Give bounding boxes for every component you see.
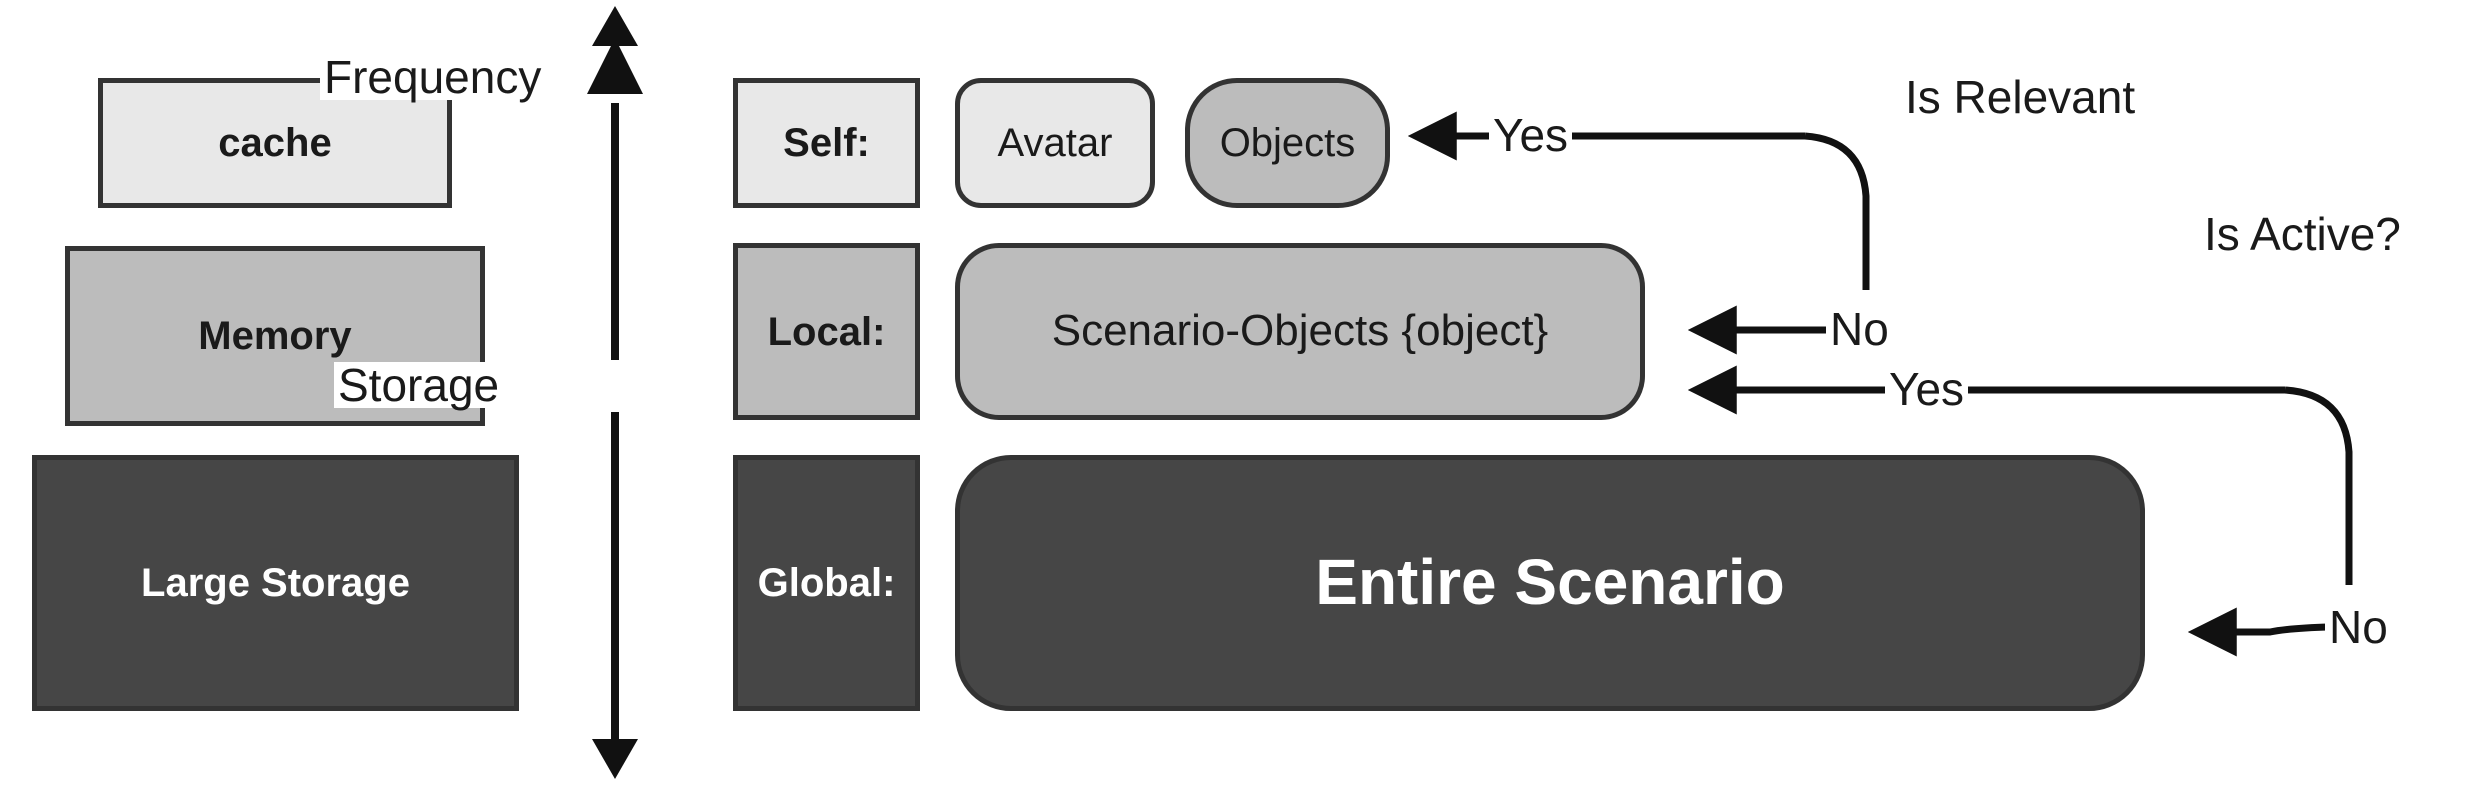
hierarchy-tier-large-storage: Large Storage <box>32 455 519 711</box>
scope-item-objects-label: Objects <box>1219 121 1356 165</box>
scope-item-scenario-objects: Scenario-Objects {object} <box>955 243 1645 420</box>
decision-label-is-relevant: Is Relevant <box>1901 74 2140 120</box>
scope-row-local-label: Local: <box>733 243 920 420</box>
scope-item-entire-scenario-label: Entire Scenario <box>1315 546 1785 619</box>
axis-frequency-label: Frequency <box>320 54 546 100</box>
scope-row-self-label-text: Self: <box>783 121 870 165</box>
decision-label-is-active: Is Active? <box>2200 211 2405 257</box>
scope-row-global-label: Global: <box>733 455 920 711</box>
scope-item-avatar: Avatar <box>955 78 1155 208</box>
hierarchy-tier-cache-label: cache <box>218 121 332 165</box>
hierarchy-tier-large-storage-label: Large Storage <box>141 561 410 605</box>
scope-row-local-label-text: Local: <box>767 309 886 354</box>
scope-row-global-label-text: Global: <box>757 561 896 605</box>
scope-item-objects: Objects <box>1185 78 1390 208</box>
scope-item-scenario-objects-label: Scenario-Objects {object} <box>1051 306 1549 356</box>
edge-label-is-relevant-yes: Yes <box>1489 112 1573 158</box>
edge-label-is-relevant-no: No <box>1826 306 1893 352</box>
hierarchy-tier-memory-label: Memory <box>198 314 352 358</box>
scope-item-avatar-label: Avatar <box>997 121 1113 165</box>
axis-storage-label: Storage <box>334 362 504 408</box>
scope-row-self-label: Self: <box>733 78 920 208</box>
edge-label-is-active-yes: Yes <box>1885 366 1969 412</box>
edge-label-is-active-no: No <box>2325 604 2392 650</box>
scope-item-entire-scenario: Entire Scenario <box>955 455 2145 711</box>
